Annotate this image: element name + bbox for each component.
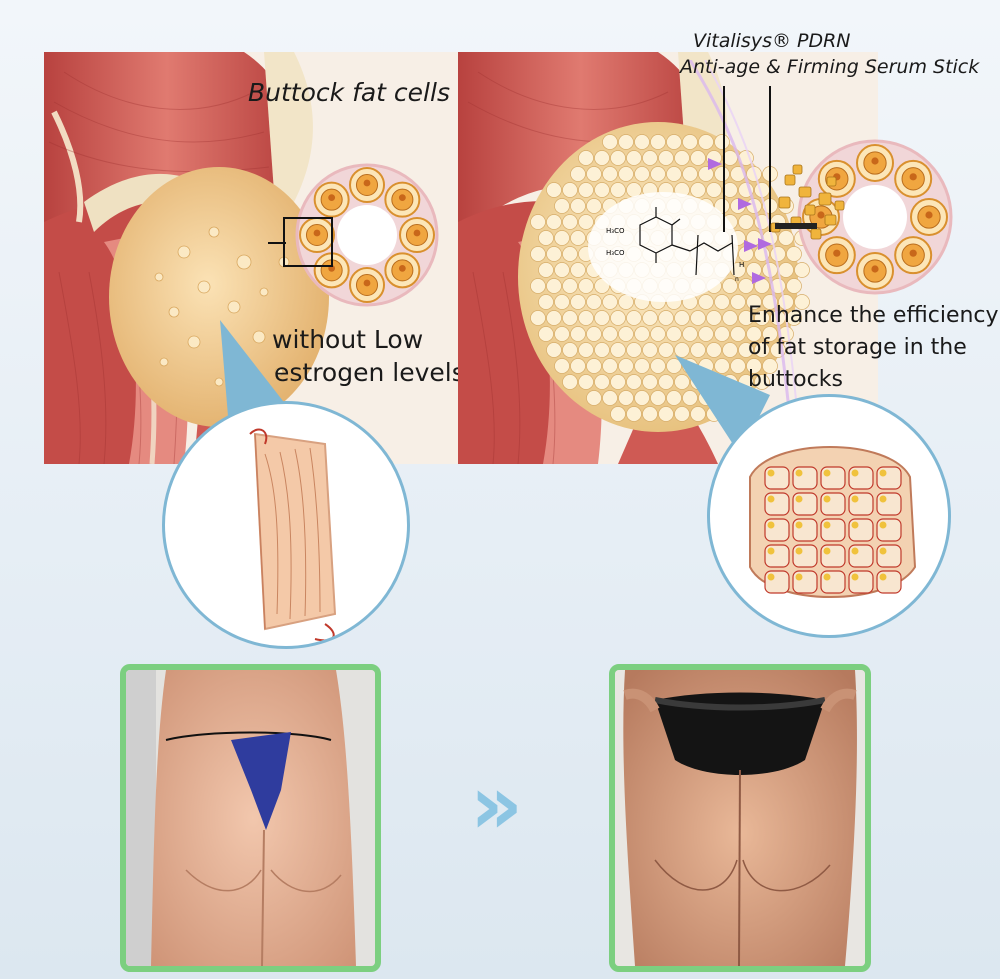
left-caption-line2: estrogen levels — [274, 358, 465, 387]
left-anatomy-illustration — [44, 52, 464, 464]
chemical-structure: H₃CO H₃CO H n — [606, 207, 744, 283]
leader-line-2 — [769, 86, 771, 232]
n-label: n — [735, 276, 739, 283]
before-photo — [120, 664, 381, 972]
right-caption-line1: Enhance the efficiency — [748, 303, 999, 328]
left-anatomy-panel — [44, 52, 464, 464]
h3co-label-1: H₃CO — [606, 227, 625, 235]
expanded-tissue-illustration — [749, 446, 917, 598]
after-photo — [609, 664, 871, 972]
compact-tissue-illustration — [249, 428, 337, 642]
before-photo-illustration — [126, 670, 375, 966]
left-tissue-magnifier — [162, 401, 410, 649]
left-fat-cell-ring — [283, 163, 439, 307]
right-fat-cell-ring — [770, 139, 953, 295]
purple-arrows — [708, 158, 772, 284]
product-name-line2: Anti-age & Firming Serum Stick — [680, 56, 980, 78]
product-name-line1: Vitalisys® PDRN — [693, 30, 851, 52]
leader-line-1 — [723, 86, 725, 232]
connector-line — [268, 242, 286, 244]
before-after-arrow: » — [470, 758, 523, 853]
h-label: H — [739, 261, 744, 269]
right-anatomy-illustration — [458, 52, 878, 464]
h3co-label-2: H₃CO — [606, 249, 625, 257]
left-title: Buttock fat cells — [248, 78, 450, 107]
right-caption-line3: buttocks — [748, 367, 843, 392]
left-caption-line1: without Low — [272, 325, 424, 354]
right-tissue-magnifier — [707, 394, 951, 638]
right-caption-line2: of fat storage in the — [748, 335, 967, 360]
right-anatomy-panel — [458, 52, 878, 464]
after-photo-illustration — [615, 670, 865, 966]
particle-pointer — [775, 223, 817, 229]
